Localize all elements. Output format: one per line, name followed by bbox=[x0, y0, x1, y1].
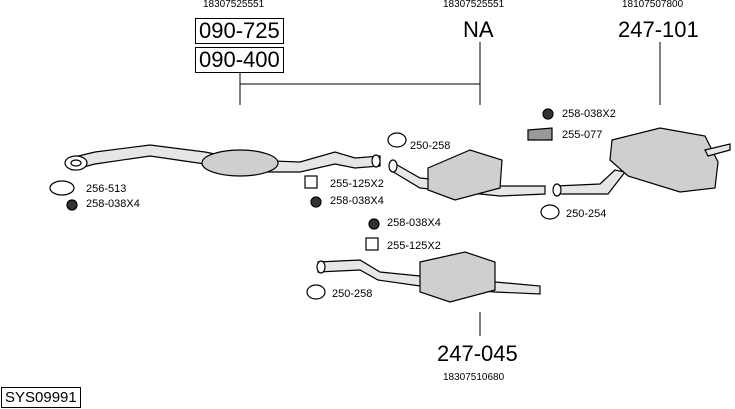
oe-number-middle: 18307525551 bbox=[443, 0, 505, 10]
bottom-assembly bbox=[316, 251, 541, 303]
part-number-front-a: 090-725 bbox=[195, 18, 284, 44]
part-number-middle: NA bbox=[463, 17, 494, 42]
label-256-513: 256-513 bbox=[86, 183, 127, 195]
label-250-258: 250-258 bbox=[332, 288, 373, 300]
label-255-077: 255-077 bbox=[562, 129, 603, 141]
nut-icon bbox=[310, 196, 322, 208]
label-258-038x4: 258-038X4 bbox=[86, 198, 140, 210]
ring-clamp-icon bbox=[540, 204, 560, 220]
part-number-front-b: 090-400 bbox=[195, 47, 284, 73]
label-250-254: 250-254 bbox=[566, 208, 607, 220]
middle-silencer bbox=[388, 149, 546, 201]
rear-silencer bbox=[552, 127, 731, 197]
oe-number-rear: 18107507800 bbox=[622, 0, 684, 10]
oe-number-front: 18307525551 bbox=[203, 0, 265, 10]
part-number-bottom: 247-045 bbox=[437, 341, 518, 366]
clamp-icon bbox=[304, 175, 318, 189]
nut-icon bbox=[66, 199, 78, 211]
label-255-125x2: 255-125X2 bbox=[330, 178, 384, 190]
label-258-038x4: 258-038X4 bbox=[330, 195, 384, 207]
front-pipe-catalyst bbox=[64, 144, 381, 177]
part-number-rear: 247-101 bbox=[618, 17, 699, 42]
label-255-125x2: 255-125X2 bbox=[387, 240, 441, 252]
ring-clamp-icon bbox=[306, 284, 326, 300]
label-258-038x2: 258-038X2 bbox=[562, 108, 616, 120]
ring-clamp-icon bbox=[387, 132, 407, 148]
oe-number-bottom: 18307510680 bbox=[443, 372, 505, 383]
nut-icon bbox=[368, 218, 380, 230]
gasket-icon bbox=[49, 180, 75, 196]
label-250-258: 250-258 bbox=[410, 140, 451, 152]
rubber-mount-icon bbox=[527, 127, 553, 141]
label-258-038x4: 258-038X4 bbox=[387, 217, 441, 229]
clamp-icon bbox=[365, 237, 379, 251]
nut-icon bbox=[542, 108, 554, 120]
system-code: SYS09991 bbox=[1, 387, 81, 408]
